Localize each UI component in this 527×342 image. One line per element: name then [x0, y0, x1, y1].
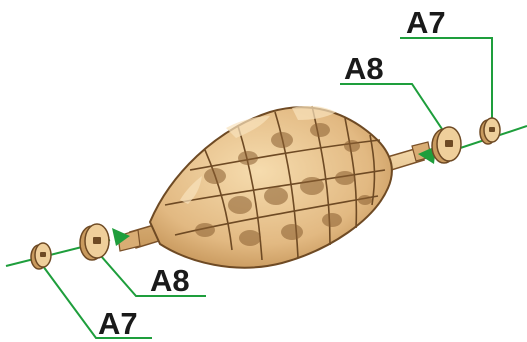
callout-label-a8-bottom: A8	[150, 263, 190, 298]
callout-label-a8-top: A8	[344, 51, 384, 86]
part-a8-right	[432, 127, 461, 163]
part-a7-left	[31, 243, 51, 269]
lattice-body	[150, 106, 392, 268]
part-a7-right	[480, 118, 500, 144]
callout-label-a7-top: A7	[406, 5, 446, 40]
callout-label-a7-bottom: A7	[98, 306, 138, 341]
part-a8-left	[80, 224, 109, 260]
